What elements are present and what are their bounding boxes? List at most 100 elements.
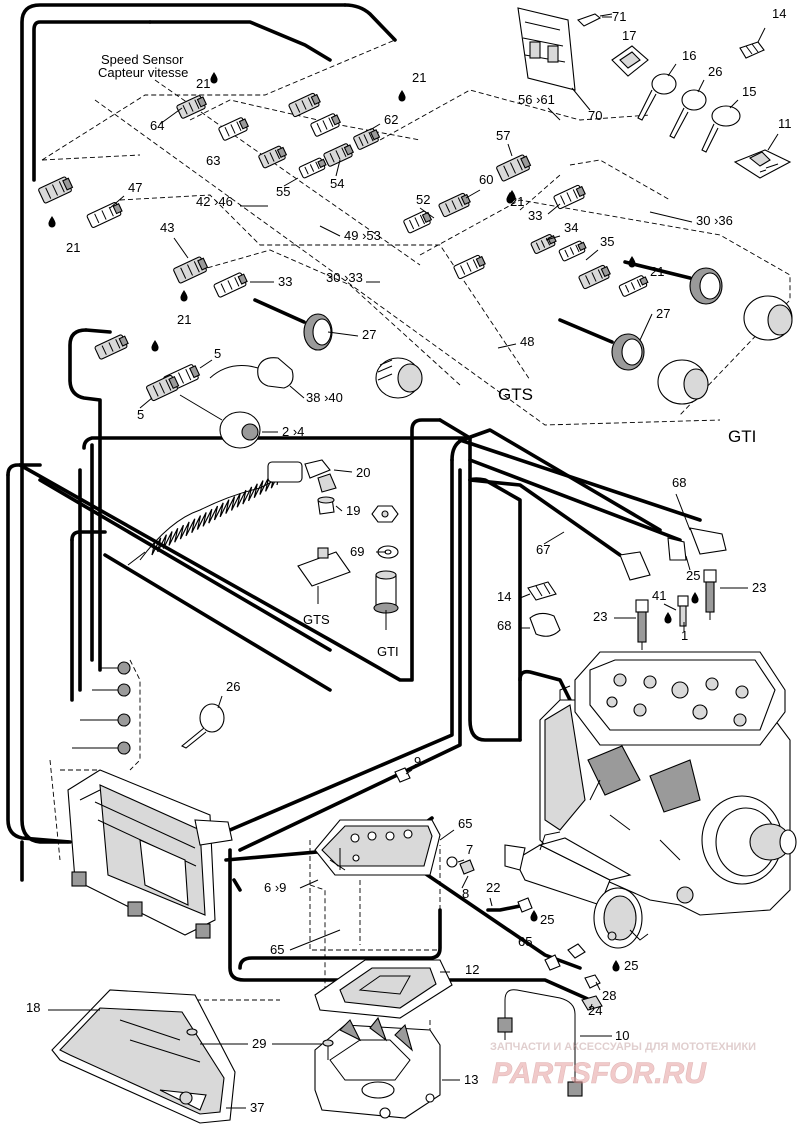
callout-r30_33: 30 ›33 xyxy=(326,270,363,285)
part-pin-71 xyxy=(576,13,613,27)
connector-14 xyxy=(578,264,611,290)
callout-c26b: 26 xyxy=(226,679,240,694)
leader-c62 xyxy=(369,123,381,131)
fuse-holder-6-9 xyxy=(314,767,441,876)
callout-r38_40: 38 ›40 xyxy=(306,390,343,405)
drop-icon-7 xyxy=(628,256,636,268)
drop-icon-11 xyxy=(612,960,620,972)
labels: Speed Sensor Capteur vitesse GTS GTI GTS… xyxy=(98,52,756,659)
mpem-module xyxy=(60,769,233,939)
leader-c55 xyxy=(283,177,299,187)
leader-c57 xyxy=(507,143,513,157)
leader-c24 xyxy=(589,1003,593,1011)
callout-c21d: 21 xyxy=(650,264,664,279)
drop-icon-8 xyxy=(691,592,699,604)
callout-r56_61: 56 ›61 xyxy=(518,92,555,107)
battery-tray-12 xyxy=(314,959,453,1019)
callout-c52: 52 xyxy=(416,192,430,207)
part-bracket-70 xyxy=(517,7,576,91)
cover-plate-18-37 xyxy=(51,989,236,1124)
switch-gti xyxy=(373,570,399,630)
callout-c9: 9 xyxy=(414,754,421,769)
callout-c29: 29 xyxy=(252,1036,266,1051)
drop-icon-12 xyxy=(506,192,514,204)
leader-c65b xyxy=(289,929,341,951)
callout-c23a: 23 xyxy=(752,580,766,595)
model-label-gti: GTI xyxy=(728,427,756,446)
leader-c5a xyxy=(199,359,213,369)
nut-19 xyxy=(371,505,399,523)
connector-20 xyxy=(94,334,129,360)
leader-c7 xyxy=(457,859,465,863)
engine xyxy=(539,651,797,916)
callout-c37: 37 xyxy=(250,1100,264,1115)
callout-c48: 48 xyxy=(520,334,534,349)
connector-5 xyxy=(310,113,342,137)
leader-c43 xyxy=(173,237,189,259)
connector-4 xyxy=(288,92,321,118)
connector-11 xyxy=(496,154,532,182)
cable-tie-26-low xyxy=(180,703,225,749)
leader-c52 xyxy=(419,207,435,219)
callout-c67: 67 xyxy=(536,542,550,557)
callout-c65a: 65 xyxy=(458,816,472,831)
callout-r49_53: 49 ›53 xyxy=(344,228,381,243)
callout-c15: 15 xyxy=(742,84,756,99)
buzzer-2-4 xyxy=(179,394,261,449)
nut-24-28 xyxy=(581,974,603,1011)
callout-c63: 63 xyxy=(206,153,220,168)
connector-13 xyxy=(558,240,587,262)
speed-sensor-subtitle: Capteur vitesse xyxy=(98,65,188,80)
connector-23 xyxy=(618,275,649,297)
callout-c8: 8 xyxy=(462,886,469,901)
leader-r30_36 xyxy=(649,211,693,223)
leader-c27b xyxy=(639,313,653,341)
callout-c16: 16 xyxy=(682,48,696,63)
callout-c41: 41 xyxy=(652,588,666,603)
leader-c19 xyxy=(335,505,343,512)
part-tie-16 xyxy=(637,73,677,121)
leader-c35 xyxy=(585,249,599,261)
callout-r30_36: 30 ›36 xyxy=(696,213,733,228)
callout-c23b: 23 xyxy=(593,609,607,624)
leader-c41 xyxy=(663,603,677,611)
callout-c71: 71 xyxy=(612,9,626,24)
starter-motor xyxy=(504,831,649,949)
ring-terminals xyxy=(72,659,141,771)
lubricant-drops xyxy=(48,72,699,972)
clip-14-mid xyxy=(527,581,557,601)
speed-sensor-title: Speed Sensor xyxy=(101,52,184,67)
callout-c43: 43 xyxy=(160,220,174,235)
callout-c22: 22 xyxy=(486,880,500,895)
callout-c35: 35 xyxy=(600,234,614,249)
callout-c17: 17 xyxy=(622,28,636,43)
callout-c25c: 25 xyxy=(624,958,638,973)
callout-c62: 62 xyxy=(384,112,398,127)
leader-r56_61 xyxy=(547,107,561,121)
connector-1 xyxy=(176,95,208,119)
cap-19 xyxy=(317,496,335,515)
leader-c54 xyxy=(335,159,341,177)
callout-c70: 70 xyxy=(588,108,602,123)
callout-c1: 1 xyxy=(681,628,688,643)
screw-29 xyxy=(186,1028,334,1060)
callout-leaders xyxy=(48,16,779,1109)
callout-c14a: 14 xyxy=(772,6,786,21)
gauge-lamp-mid xyxy=(657,359,709,405)
callout-r6_9: 6 ›9 xyxy=(264,880,286,895)
ground-lead-65 xyxy=(517,897,586,971)
callout-c24: 24 xyxy=(588,1003,602,1018)
connector-17 xyxy=(86,202,123,228)
leader-r49_53 xyxy=(319,225,341,237)
bolt-7-8 xyxy=(446,856,475,875)
leader-r38_40 xyxy=(289,385,305,399)
connectors xyxy=(38,92,649,402)
connector-18 xyxy=(173,256,209,284)
connector-16 xyxy=(38,176,74,204)
callout-c25b: 25 xyxy=(540,912,554,927)
model-label-gts: GTS xyxy=(498,385,533,404)
callout-c27a: 27 xyxy=(362,327,376,342)
strap-10 xyxy=(497,989,583,1097)
